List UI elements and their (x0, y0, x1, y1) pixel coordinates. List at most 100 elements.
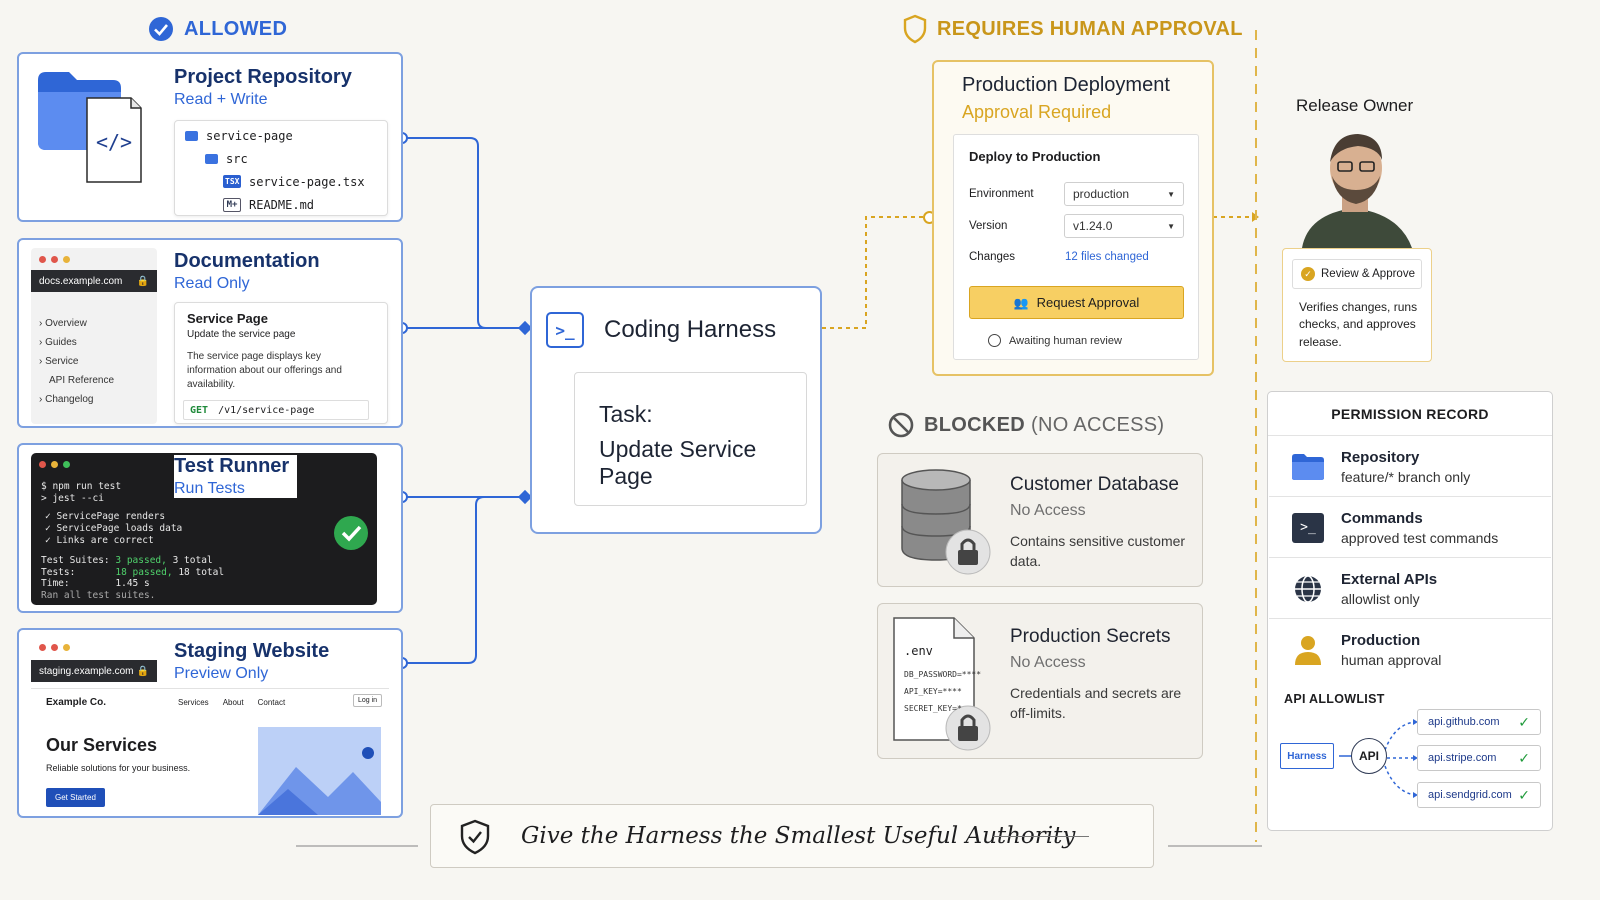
no-access-icon (888, 412, 914, 438)
production-secrets-card: .env DB_PASSWORD=**** API_KEY=**** SECRE… (877, 603, 1203, 759)
shield-icon (903, 14, 927, 44)
shield-check-icon (460, 819, 490, 855)
users-icon: 👥 (1013, 295, 1029, 310)
customer-database-card: Customer Database No Access Contains sen… (877, 453, 1203, 587)
docs-access: Read Only (174, 275, 250, 292)
success-check-icon (334, 516, 368, 550)
tests-access: Run Tests (174, 480, 245, 497)
allowlist-lines (1339, 719, 1418, 798)
tests-card[interactable]: $ npm run test > jest --ci ✓ ServicePage… (17, 443, 403, 613)
env-filename: .env (904, 644, 933, 658)
harness-chip: Harness (1280, 743, 1334, 769)
docs-card[interactable]: docs.example.com🔒 › Overview › Guides › … (17, 238, 403, 428)
test-result: ✓ ServicePage loads data (45, 523, 183, 534)
repo-title: Project Repository (174, 66, 352, 88)
lock-icon: 🔒 (136, 665, 149, 677)
tree-item-root[interactable]: service-page (185, 124, 377, 147)
environment-select[interactable]: production▼ (1064, 182, 1184, 206)
check-circle-icon: ✓ (1301, 267, 1315, 281)
clock-icon (988, 334, 1001, 347)
allowlist-item: api.github.com✓ (1417, 709, 1541, 735)
terminal-icon: >_ (1292, 512, 1324, 543)
env-file-icon (893, 617, 991, 751)
terminal-icon: >_ (546, 312, 584, 348)
staging-nav-contact[interactable]: Contact (257, 698, 286, 707)
allowed-heading: ALLOWED (148, 16, 287, 42)
check-icon: ✓ (1518, 713, 1530, 730)
database-icon (901, 469, 991, 575)
release-owner-title: Release Owner (1296, 96, 1414, 115)
staging-title: Staging Website (174, 640, 330, 662)
person-avatar (1302, 134, 1412, 248)
markdown-file-icon: M+ (223, 197, 241, 212)
changes-link[interactable]: 12 files changed (1065, 251, 1149, 263)
request-approval-button[interactable]: 👥Request Approval (969, 286, 1184, 319)
docs-page-panel: Service Page Update the service page The… (174, 302, 388, 424)
folder-code-icon: </> (38, 72, 142, 183)
tree-item-src[interactable]: src (185, 147, 377, 170)
staging-preview: Example Co. Services About Contact Log i… (31, 688, 389, 816)
api-endpoint: GET/v1/service-page (183, 400, 369, 420)
tree-item-readme[interactable]: M+README.md (185, 193, 377, 216)
deploy-card[interactable]: Production Deployment Approval Required … (932, 60, 1214, 376)
awaiting-status: Awaiting human review (1009, 334, 1122, 347)
review-card: ✓ Review & Approve Verifies changes, run… (1282, 248, 1432, 362)
globe-icon (1295, 574, 1321, 603)
deploy-form: Deploy to Production Environment product… (953, 134, 1199, 360)
footer-motto: Give the Harness the Smallest Useful Aut… (521, 823, 1076, 849)
person-icon (1295, 636, 1321, 665)
folder-icon (185, 130, 198, 141)
version-select[interactable]: v1.24.0▼ (1064, 214, 1184, 238)
review-approve-badge: ✓ Review & Approve (1292, 259, 1422, 289)
repo-access: Read + Write (174, 91, 268, 108)
docs-url-bar[interactable]: docs.example.com🔒 (31, 270, 157, 292)
chevron-down-icon: ▼ (1167, 221, 1175, 231)
staging-access: Preview Only (174, 665, 269, 682)
docs-nav-service[interactable]: › Service (39, 356, 79, 367)
staging-nav-services[interactable]: Services (178, 698, 209, 707)
docs-nav-changelog[interactable]: › Changelog (39, 394, 94, 405)
tsx-file-icon: TSX (223, 175, 241, 188)
docs-nav-api-reference[interactable]: API Reference (49, 375, 115, 386)
staging-nav-about[interactable]: About (222, 698, 244, 707)
docs-nav-guides[interactable]: › Guides (39, 337, 77, 348)
get-started-button[interactable]: Get Started (46, 788, 105, 807)
deploy-title: Production Deployment (962, 74, 1170, 96)
api-allowlist-title: API ALLOWLIST (1284, 692, 1385, 706)
coding-harness-card[interactable]: >_ Coding Harness Task: Update Service P… (530, 286, 822, 534)
lock-icon: 🔒 (136, 275, 149, 287)
staging-card[interactable]: staging.example.com🔒 Staging Website Pre… (17, 628, 403, 818)
blocked-heading: BLOCKED(NO ACCESS) (888, 412, 1164, 438)
deploy-subtitle: Approval Required (962, 102, 1112, 122)
api-node: API (1351, 738, 1387, 774)
approval-heading: REQUIRES HUMAN APPROVAL (903, 14, 1243, 44)
permission-record-title: PERMISSION RECORD (1268, 392, 1552, 436)
footer-banner: Give the Harness the Smallest Useful Aut… (430, 804, 1154, 868)
allowlist-item: api.stripe.com✓ (1417, 745, 1541, 771)
test-result: ✓ Links are correct (45, 535, 154, 546)
folder-icon (1292, 453, 1324, 480)
staging-url-bar[interactable]: staging.example.com🔒 (31, 660, 157, 682)
check-icon: ✓ (1518, 786, 1530, 803)
svg-text:</>: </> (96, 130, 132, 154)
hero-image (258, 727, 381, 815)
check-circle-icon (149, 17, 173, 41)
check-icon: ✓ (1518, 749, 1530, 766)
login-button[interactable]: Log in (353, 694, 383, 707)
docs-title: Documentation (174, 250, 320, 272)
folder-icon (205, 153, 218, 164)
tests-title: Test Runner (174, 455, 290, 477)
docs-nav-overview[interactable]: › Overview (39, 318, 87, 329)
repo-card[interactable]: </> Project Repository Read + Write serv… (17, 52, 403, 222)
chevron-down-icon: ▼ (1167, 189, 1175, 199)
allowlist-item: api.sendgrid.com✓ (1417, 782, 1541, 808)
docs-browser: docs.example.com🔒 › Overview › Guides › … (31, 248, 157, 424)
test-result: ✓ ServicePage renders (45, 511, 166, 522)
harness-title: Coding Harness (604, 316, 777, 343)
